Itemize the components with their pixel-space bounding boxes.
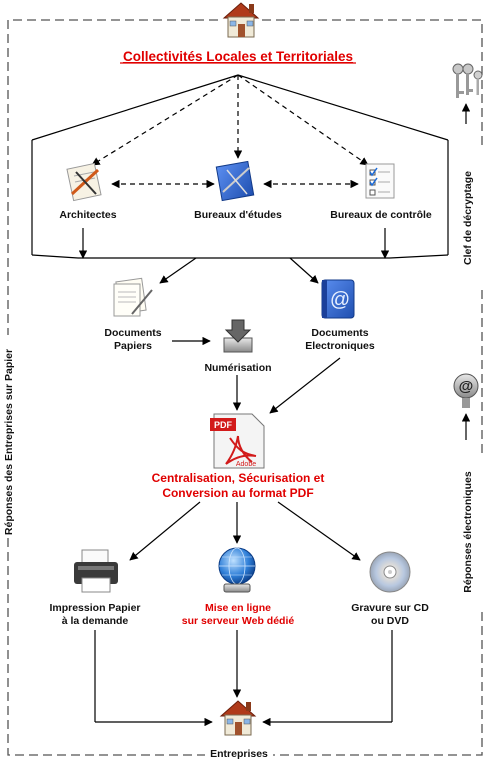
page-title: Collectivités Locales et Territoriales [123,49,353,64]
svg-text:Adobe: Adobe [236,461,256,468]
bureaux-controle-icon [365,163,395,199]
label-documents-papiers-1: Documents [104,327,161,339]
at-sign-icon: @ [453,373,479,408]
svg-text:@: @ [330,289,350,311]
label-bureaux-controle: Bureaux de contrôle [330,209,432,221]
label-bureaux-etudes: Bureaux d'études [194,209,282,221]
numerisation-icon [223,319,253,353]
top-house-icon [220,0,262,40]
connector-lines [31,74,449,727]
outer-dashed-frame [7,19,483,756]
label-centralisation-1: Centralisation, Sécurisation et [152,471,325,485]
side-label-left: Réponses des Entreprises sur Papier [3,349,15,535]
cd-dvd-icon [369,551,411,593]
keys-icon [452,63,483,98]
svg-text:@: @ [459,378,474,395]
label-numerisation: Numérisation [204,362,271,374]
architectes-icon [66,162,102,202]
svg-text:PDF: PDF [214,420,233,430]
label-centralisation-2: Conversion au format PDF [162,486,313,500]
label-documents-electroniques-1: Documents [311,327,368,339]
label-documents-electroniques-2: Electroniques [305,340,375,352]
label-gravure-2: ou DVD [371,615,409,627]
label-documents-papiers-2: Papiers [114,340,152,352]
label-entreprises: Entreprises [210,748,268,760]
label-impression-2: à la demande [62,615,129,627]
bureaux-etudes-icon [215,160,255,202]
label-impression-1: Impression Papier [49,602,140,614]
label-web-2: sur serveur Web dédié [182,615,295,627]
side-label-right-bottom: Réponses électroniques [462,471,474,593]
bottom-house-icon [217,698,259,738]
printer-icon [74,549,118,593]
label-architectes: Architectes [59,209,116,221]
side-label-right-top: Clef de décryptage [462,171,474,265]
documents-papiers-icon [113,277,153,317]
documents-electroniques-icon: @ [321,279,355,319]
globe-server-icon [218,547,256,593]
pdf-icon: PDF Adobe [210,413,265,469]
label-gravure-1: Gravure sur CD [351,602,429,614]
label-web-1: Mise en ligne [205,602,271,614]
